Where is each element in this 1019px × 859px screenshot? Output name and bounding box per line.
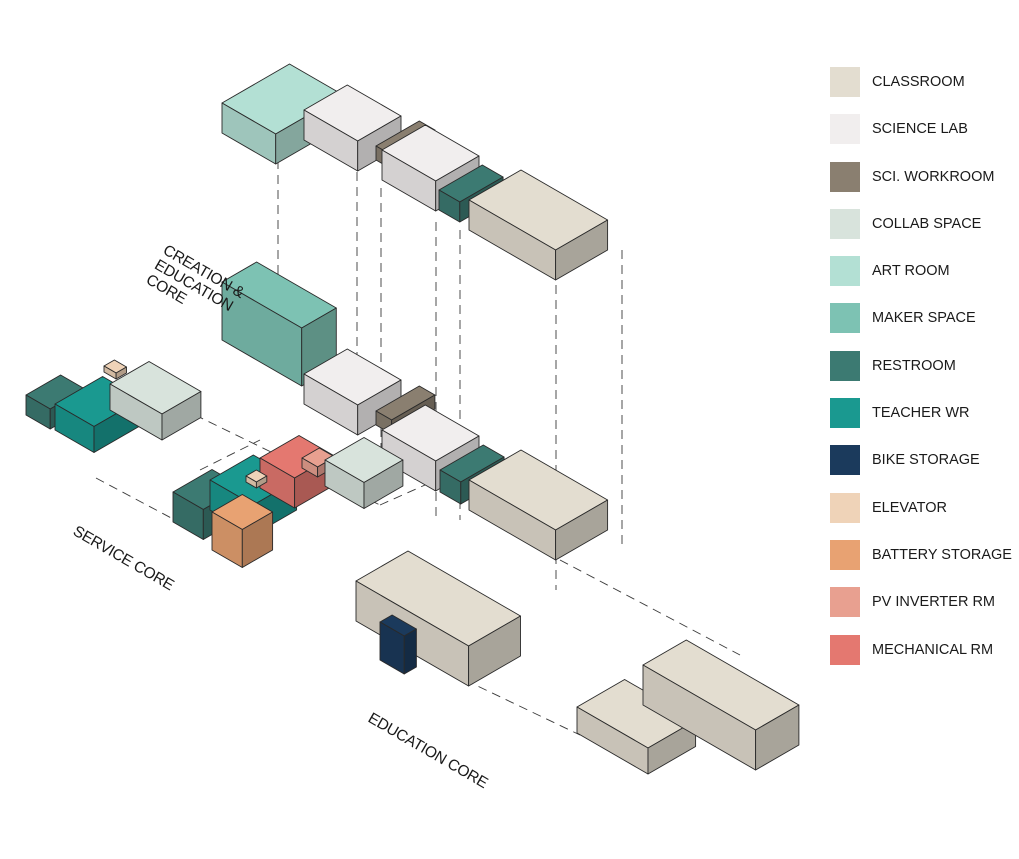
block-classroom-education — [355, 550, 521, 687]
legend-item-maker-space: MAKER SPACE — [830, 303, 1012, 334]
legend-swatch — [830, 587, 860, 618]
legend-item-art-room: ART ROOM — [830, 256, 1012, 287]
label-service-core: SERVICE CORE — [70, 523, 177, 594]
legend-swatch — [830, 208, 860, 239]
legend-swatch — [830, 67, 860, 97]
legend-swatch — [830, 492, 860, 523]
block-collab-space-service-side — [363, 459, 404, 509]
legend: CLASSROOM SCIENCE LAB SCI. WORKROOM COLL… — [830, 67, 1012, 682]
legend-swatch — [830, 161, 860, 192]
legend-label: RESTROOM — [872, 357, 956, 374]
block-classroom-lower-2 — [642, 639, 800, 771]
legend-swatch — [830, 256, 860, 287]
label-education-core: EDUCATION CORE — [365, 710, 490, 792]
block-collab-space-service — [324, 437, 404, 509]
legend-swatch — [830, 539, 860, 570]
block-collab-space-left-side — [161, 391, 202, 441]
room-blocks — [25, 63, 800, 775]
block-elevator-left-side — [115, 366, 127, 380]
legend-label: SCI. WORKROOM — [872, 168, 995, 185]
legend-item-restroom: RESTROOM — [830, 350, 1012, 381]
legend-item-sci-workroom: SCI. WORKROOM — [830, 161, 1012, 192]
legend-item-mechanical-rm: MECHANICAL RM — [830, 634, 1012, 665]
legend-label: BIKE STORAGE — [872, 452, 980, 469]
legend-label: TEACHER WR — [872, 405, 970, 422]
connector-line — [95, 477, 176, 521]
block-bike-storage-side — [403, 628, 417, 675]
block-elevator-service-side — [255, 475, 268, 489]
legend-item-collab-space: COLLAB SPACE — [830, 208, 1012, 239]
legend-item-battery-storage: BATTERY STORAGE — [830, 539, 1012, 570]
connector-line — [559, 559, 741, 656]
block-elevator-service — [245, 469, 268, 489]
block-classroom-upper-side — [555, 219, 609, 281]
legend-label: COLLAB SPACE — [872, 215, 982, 232]
block-classroom-upper — [468, 169, 609, 281]
legend-label: MAKER SPACE — [872, 310, 976, 327]
block-classroom-mid — [468, 449, 609, 561]
legend-label: PV INVERTER RM — [872, 594, 996, 611]
block-classroom-lower-1 — [576, 679, 697, 775]
legend-item-elevator: ELEVATOR — [830, 492, 1012, 523]
legend-label: MECHANICAL RM — [872, 641, 994, 658]
legend-swatch — [830, 398, 860, 429]
block-science-lab-upper — [303, 84, 402, 172]
legend-swatch — [830, 303, 860, 334]
legend-item-teacher-wr: TEACHER WR — [830, 398, 1012, 429]
block-classroom-education-side — [468, 615, 521, 687]
legend-label: BATTERY STORAGE — [872, 546, 1012, 563]
block-collab-space-left — [109, 361, 202, 441]
block-classroom-mid-side — [555, 499, 609, 561]
connector-line — [199, 439, 261, 471]
legend-label: ELEVATOR — [872, 499, 947, 516]
legend-item-pv-inverter-rm: PV INVERTER RM — [830, 587, 1012, 618]
legend-item-science-lab: SCIENCE LAB — [830, 114, 1012, 145]
block-battery-storage — [211, 494, 274, 568]
block-elevator-left — [103, 359, 127, 380]
block-science-lab-mid — [303, 348, 402, 436]
legend-item-bike-storage: BIKE STORAGE — [830, 445, 1012, 476]
legend-swatch — [830, 445, 860, 476]
legend-label: ART ROOM — [872, 263, 950, 280]
block-bike-storage — [379, 614, 417, 675]
legend-swatch — [830, 634, 860, 665]
legend-item-classroom: CLASSROOM — [830, 67, 1012, 97]
legend-swatch — [830, 350, 860, 381]
legend-label: SCIENCE LAB — [872, 121, 968, 138]
legend-swatch — [830, 114, 860, 145]
block-classroom-lower-2-side — [755, 704, 800, 771]
block-battery-storage-side — [241, 511, 274, 568]
connector-line — [464, 679, 581, 736]
legend-label: CLASSROOM — [872, 74, 965, 90]
